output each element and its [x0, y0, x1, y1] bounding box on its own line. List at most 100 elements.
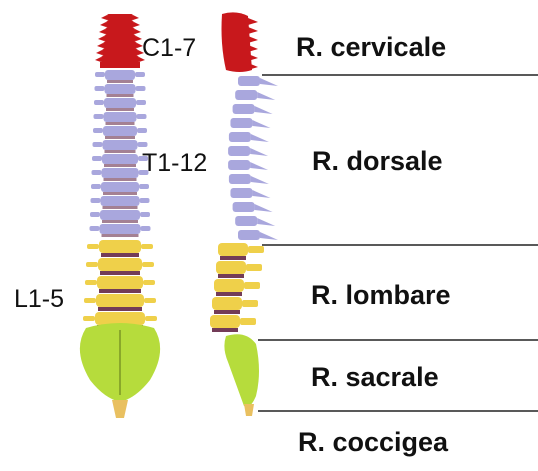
- lumbar-vertebra: [98, 258, 142, 271]
- lumbar-transverse-process: [83, 316, 95, 321]
- intervertebral-disc: [105, 136, 135, 139]
- thoracic-vertebra: [100, 224, 141, 234]
- coccyx-side: [244, 404, 254, 416]
- thoracic-transverse-process: [138, 142, 148, 147]
- cervical-vertebra: [106, 21, 134, 28]
- coccyx: [112, 400, 128, 418]
- lumbar-vertebra-side: [210, 315, 240, 328]
- thoracic-transverse-process: [94, 100, 104, 105]
- thoracic-vertebra: [105, 84, 136, 94]
- thoracic-spinous-process: [252, 120, 270, 128]
- intervertebral-disc: [104, 178, 137, 181]
- thoracic-spinous-process: [255, 204, 273, 212]
- thoracic-vertebra: [103, 140, 138, 150]
- label-t1-12: T1-12: [142, 149, 207, 178]
- thoracic-spinous-process: [250, 148, 268, 156]
- thoracic-transverse-process: [94, 114, 104, 119]
- intervertebral-disc: [106, 122, 135, 125]
- lumbar-vertebra: [99, 240, 141, 253]
- lumbar-spinous-process: [248, 246, 264, 253]
- lumbar-transverse-process: [143, 280, 155, 285]
- lumbar-vertebra-side: [216, 261, 246, 274]
- lumbar-transverse-process: [142, 262, 154, 267]
- thoracic-vertebra: [100, 210, 140, 220]
- thoracic-vertebra-side: [229, 174, 251, 184]
- intervertebral-disc: [101, 253, 139, 257]
- thoracic-vertebra: [103, 126, 137, 136]
- lumbar-spinous-process: [244, 282, 260, 289]
- thoracic-vertebra: [101, 196, 140, 206]
- thoracic-transverse-process: [92, 156, 102, 161]
- thoracic-spinous-process: [257, 92, 275, 100]
- cervical-process: [97, 43, 103, 48]
- side-view-spine: [210, 12, 278, 416]
- thoracic-spinous-process: [252, 190, 270, 198]
- thoracic-spinous-process: [257, 218, 275, 226]
- thoracic-transverse-process: [136, 86, 146, 91]
- intervertebral-disc-side: [214, 310, 240, 314]
- intervertebral-disc-side: [216, 292, 242, 296]
- lumbar-vertebra: [96, 294, 144, 307]
- thoracic-transverse-process: [137, 114, 147, 119]
- thoracic-vertebra-side: [230, 188, 252, 198]
- front-view-spine: [80, 14, 160, 418]
- thoracic-spinous-process: [255, 106, 273, 114]
- thoracic-transverse-process: [135, 72, 145, 77]
- cervical-spinous-process: [248, 63, 258, 70]
- region-sacrale: R. sacrale: [311, 362, 439, 393]
- lumbar-transverse-process: [87, 244, 99, 249]
- intervertebral-disc: [106, 108, 134, 111]
- thoracic-transverse-process: [93, 142, 103, 147]
- cervical-vertebra: [101, 56, 139, 63]
- intervertebral-disc: [105, 150, 136, 153]
- thoracic-vertebra-side: [238, 230, 260, 240]
- thoracic-transverse-process: [141, 226, 151, 231]
- thoracic-vertebra-side: [228, 160, 250, 170]
- lumbar-spinous-process: [242, 300, 258, 307]
- lumbar-spinous-process: [246, 264, 262, 271]
- thoracic-spinous-process: [251, 176, 269, 184]
- intervertebral-disc: [98, 307, 142, 311]
- label-l1-5: L1-5: [14, 285, 64, 314]
- region-coccigea: R. coccigea: [298, 427, 448, 458]
- cervical-process: [134, 22, 140, 27]
- label-c1-7: C1-7: [142, 34, 196, 63]
- cervical-process: [101, 15, 107, 20]
- cervical-spinous-process: [248, 27, 258, 34]
- thoracic-vertebra: [101, 182, 139, 192]
- thoracic-transverse-process: [140, 212, 150, 217]
- lumbar-transverse-process: [86, 262, 98, 267]
- intervertebral-disc: [103, 192, 137, 195]
- thoracic-transverse-process: [93, 128, 103, 133]
- cervical-vertebra: [107, 14, 133, 21]
- cervical-process: [135, 29, 141, 34]
- thoracic-transverse-process: [91, 198, 101, 203]
- intervertebral-disc: [107, 80, 133, 83]
- cervical-vertebra: [103, 42, 137, 49]
- intervertebral-disc: [103, 206, 138, 209]
- intervertebral-disc: [102, 234, 139, 237]
- lumbar-transverse-process: [84, 298, 96, 303]
- cervical-vertebra: [105, 28, 135, 35]
- intervertebral-disc-side: [218, 274, 244, 278]
- thoracic-vertebra: [105, 70, 135, 80]
- cervical-spinous-process: [248, 18, 258, 25]
- cervical-vertebra: [104, 35, 136, 42]
- cervical-spinous-process: [248, 36, 258, 43]
- thoracic-transverse-process: [140, 198, 150, 203]
- thoracic-spinous-process: [251, 134, 269, 142]
- lumbar-vertebra-side: [212, 297, 242, 310]
- lumbar-transverse-process: [141, 244, 153, 249]
- intervertebral-disc: [102, 220, 138, 223]
- thoracic-transverse-process: [95, 72, 105, 77]
- thoracic-transverse-process: [95, 86, 105, 91]
- cervical-process: [133, 15, 139, 20]
- thoracic-vertebra-side: [233, 202, 255, 212]
- lumbar-transverse-process: [144, 298, 156, 303]
- thoracic-transverse-process: [90, 212, 100, 217]
- thoracic-vertebra-side: [230, 118, 252, 128]
- lumbar-transverse-process: [145, 316, 157, 321]
- cervical-process: [99, 29, 105, 34]
